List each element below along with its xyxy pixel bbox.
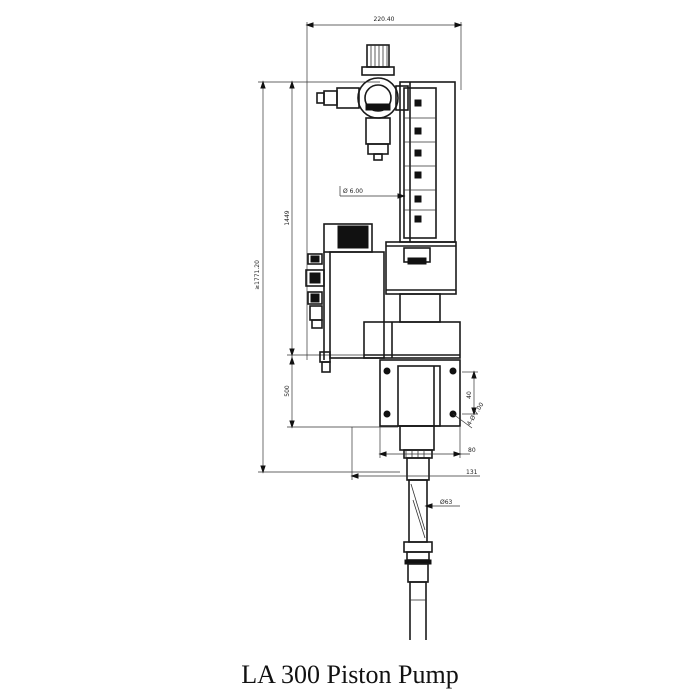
lower-height-label: 500	[284, 385, 291, 397]
mounting-flange	[379, 359, 461, 427]
tube-diameter-dimension: Ø63	[424, 499, 460, 509]
solenoid-valve-block	[305, 223, 385, 373]
air-filter-regulator	[316, 44, 409, 161]
lower-height-dimension: 500	[284, 355, 398, 429]
air-motor-housing	[399, 81, 456, 243]
drawing-caption: LA 300 Piston Pump	[241, 660, 459, 689]
base-width-dimension: 131	[350, 427, 480, 480]
pump-technical-drawing: 220.40 ≥1771.20 1449 500	[254, 16, 486, 640]
inlet-diameter-dimension: Ø 6.00	[339, 186, 406, 199]
inlet-diameter-label: Ø 6.00	[343, 188, 363, 195]
pump-lower-section	[399, 425, 435, 481]
base-width-label: 131	[466, 469, 478, 476]
upper-height-label: 1449	[284, 210, 291, 225]
total-height-label: ≥1771.20	[254, 260, 261, 290]
flange-hole-dimension: 4-Ø 7.00	[452, 401, 486, 429]
tube-diameter-label: Ø63	[440, 499, 453, 506]
motor-base	[385, 241, 457, 323]
flange-width-dimension: 80	[378, 427, 476, 458]
overall-width-label: 220.40	[374, 16, 395, 23]
flange-offset-dimension: 40	[462, 370, 478, 416]
overall-width-dimension: 220.40	[305, 16, 463, 360]
suction-tube	[403, 479, 433, 640]
total-height-dimension: ≥1771.20	[254, 80, 400, 474]
flange-offset-label: 40	[466, 391, 473, 399]
flange-width-label: 80	[468, 447, 476, 454]
pump-coupling-block	[363, 321, 461, 359]
